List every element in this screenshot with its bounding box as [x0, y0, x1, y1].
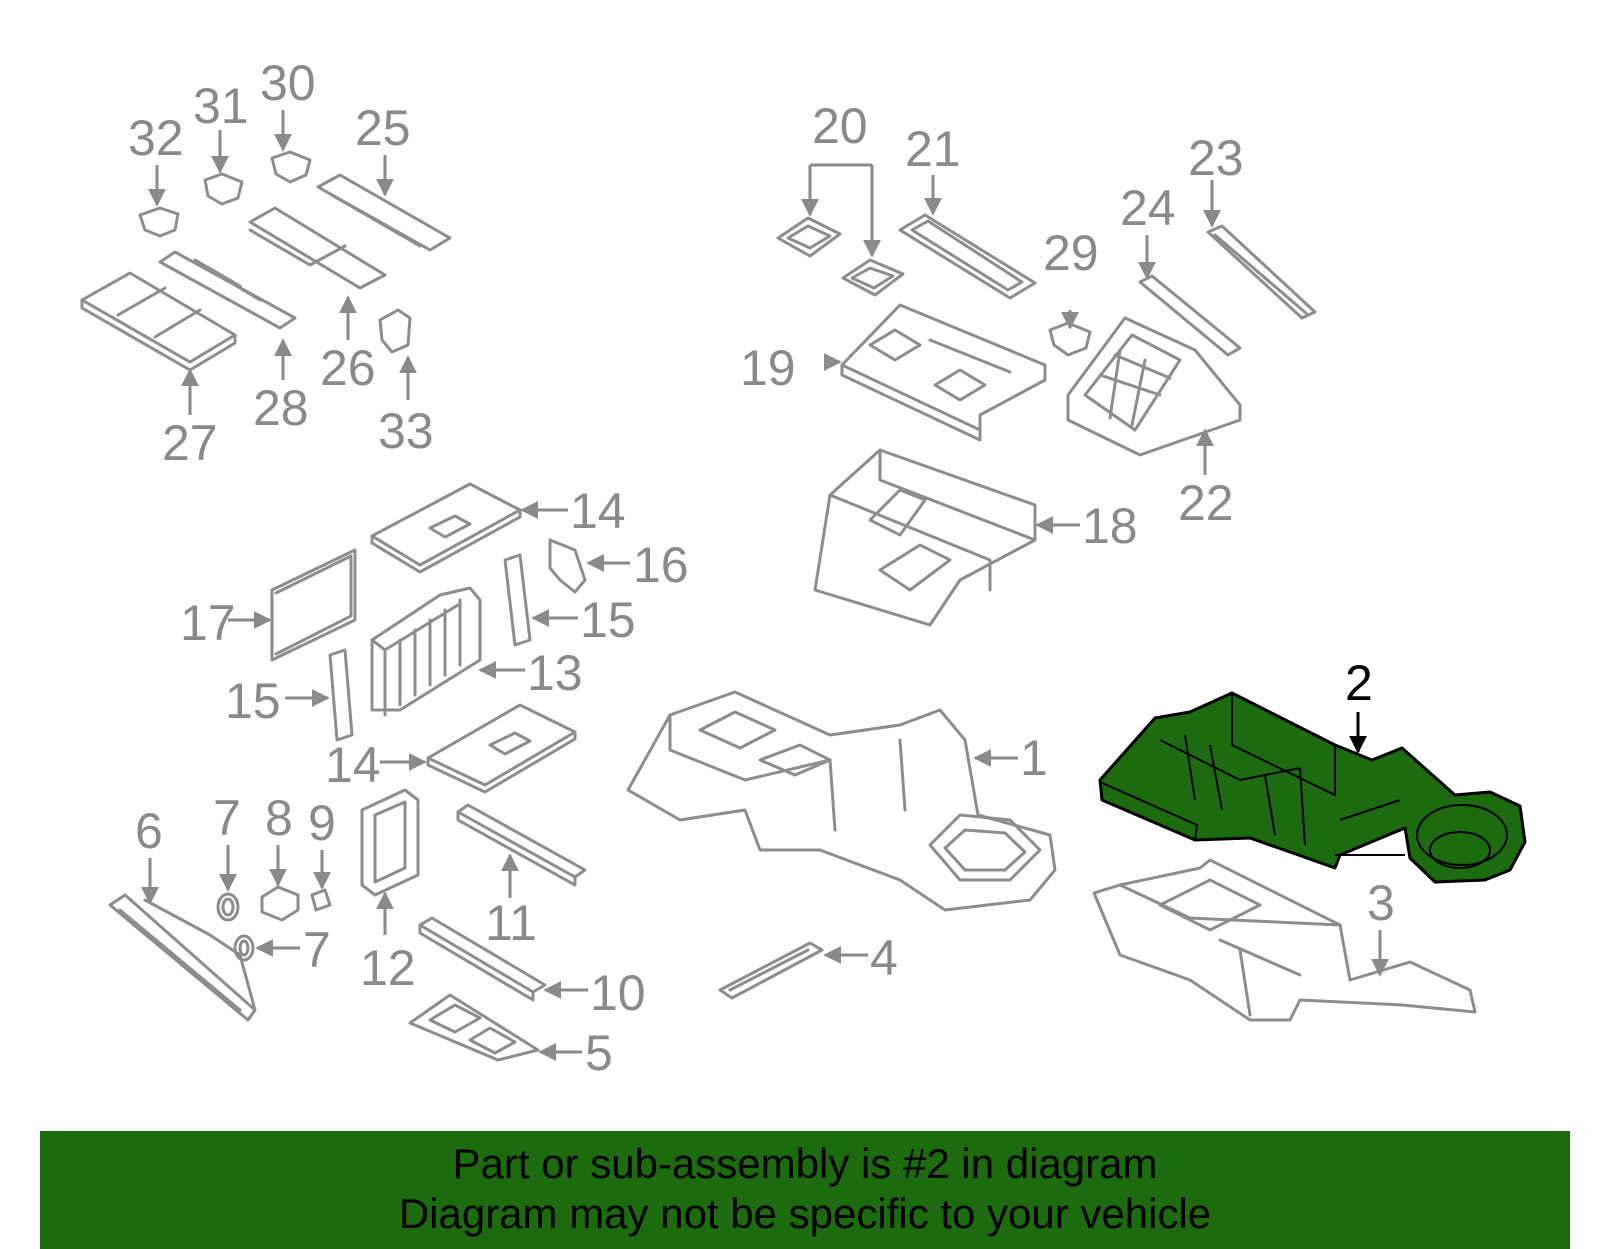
part-3-case-bottom: [1092, 858, 1477, 1022]
part-8-actuator: [260, 885, 300, 922]
banner-line-2: Diagram may not be specific to your vehi…: [398, 1190, 1212, 1237]
callout-26: 26: [320, 340, 376, 396]
banner-line-1: Part or sub-assembly is #2 in diagram: [452, 1140, 1158, 1187]
callout-7-lower: 7: [303, 922, 331, 978]
callout-2: 2: [1345, 655, 1373, 711]
part-11-seal: [456, 803, 587, 887]
callout-21: 21: [905, 121, 961, 177]
part-9-plug: [310, 888, 332, 912]
part-14-cover-top: [370, 482, 522, 574]
callout-18: 18: [1082, 498, 1138, 554]
part-13-heater-core: [370, 586, 482, 717]
callout-10: 10: [590, 965, 646, 1021]
callout-12: 12: [360, 940, 416, 996]
part-21-seal: [898, 213, 1037, 300]
callout-29: 29: [1043, 225, 1099, 281]
callout-23: 23: [1188, 130, 1244, 186]
part-25-door: [316, 173, 452, 252]
part-15-seal-upper: [503, 553, 532, 647]
leader-arrows: [141, 110, 1389, 1061]
callout-14-top: 14: [570, 483, 626, 539]
part-28-door: [158, 250, 297, 330]
part-7-grommet-a: [216, 892, 240, 922]
callout-5: 5: [585, 1025, 613, 1081]
callout-24: 24: [1120, 180, 1176, 236]
callout-16: 16: [633, 537, 689, 593]
part-27-filter-tray: [80, 271, 237, 372]
callout-14-bottom: 14: [325, 737, 381, 793]
part-18-case-upper: [813, 448, 1037, 627]
callout-labels: 30 31 32 25 26 27 28 33 20 21 23 24 29 1…: [128, 55, 1395, 1081]
part-23-filter: [1206, 224, 1317, 320]
callout-15-lower: 15: [225, 673, 281, 729]
part-4-seal: [718, 941, 824, 1000]
callout-3: 3: [1367, 875, 1395, 931]
callout-1: 1: [1020, 730, 1048, 786]
callout-19: 19: [740, 340, 796, 396]
part-14-cover-bottom: [426, 703, 577, 794]
part-6-door: [108, 893, 257, 1022]
callout-30: 30: [260, 55, 316, 111]
callout-6: 6: [135, 803, 163, 859]
part-26-door: [248, 206, 387, 290]
callout-20: 20: [812, 98, 868, 154]
callout-11: 11: [485, 895, 537, 951]
part-20-seal-b: [841, 258, 905, 297]
part-20-seal-a: [776, 216, 842, 258]
part-17-plate: [270, 548, 357, 662]
callout-9: 9: [308, 795, 336, 851]
part-2-case-highlighted: [1098, 691, 1527, 884]
callout-8: 8: [265, 790, 293, 846]
callout-7-upper: 7: [213, 790, 241, 846]
part-19-case-top: [840, 303, 1047, 442]
callout-15-upper: 15: [580, 592, 636, 648]
part-22-blower-case: [1066, 316, 1242, 457]
part-32-clip: [138, 206, 180, 238]
callout-32: 32: [128, 110, 184, 166]
callout-4: 4: [870, 930, 898, 986]
callout-22: 22: [1178, 475, 1234, 531]
callout-33: 33: [378, 403, 434, 459]
part-30-clip: [270, 150, 312, 184]
part-33-bracket: [378, 308, 412, 354]
callout-25: 25: [355, 100, 411, 156]
part-5-seal: [408, 993, 540, 1062]
callout-27: 27: [162, 415, 218, 471]
parts-diagram: 30 31 32 25 26 27 28 33 20 21 23 24 29 1…: [80, 55, 1527, 1081]
part-16-bracket: [548, 538, 587, 594]
info-banner: Part or sub-assembly is #2 in diagram Di…: [40, 1131, 1570, 1249]
part-12-seal: [360, 788, 420, 897]
callout-17: 17: [180, 595, 236, 651]
callout-31: 31: [193, 78, 249, 134]
part-15-seal-lower: [328, 648, 354, 742]
callout-13: 13: [527, 645, 583, 701]
callout-28: 28: [253, 380, 309, 436]
part-24-filter: [1138, 274, 1242, 357]
part-7-grommet-b: [233, 934, 255, 962]
part-31-clip: [203, 172, 244, 206]
part-1-case-lower: [626, 690, 1057, 912]
